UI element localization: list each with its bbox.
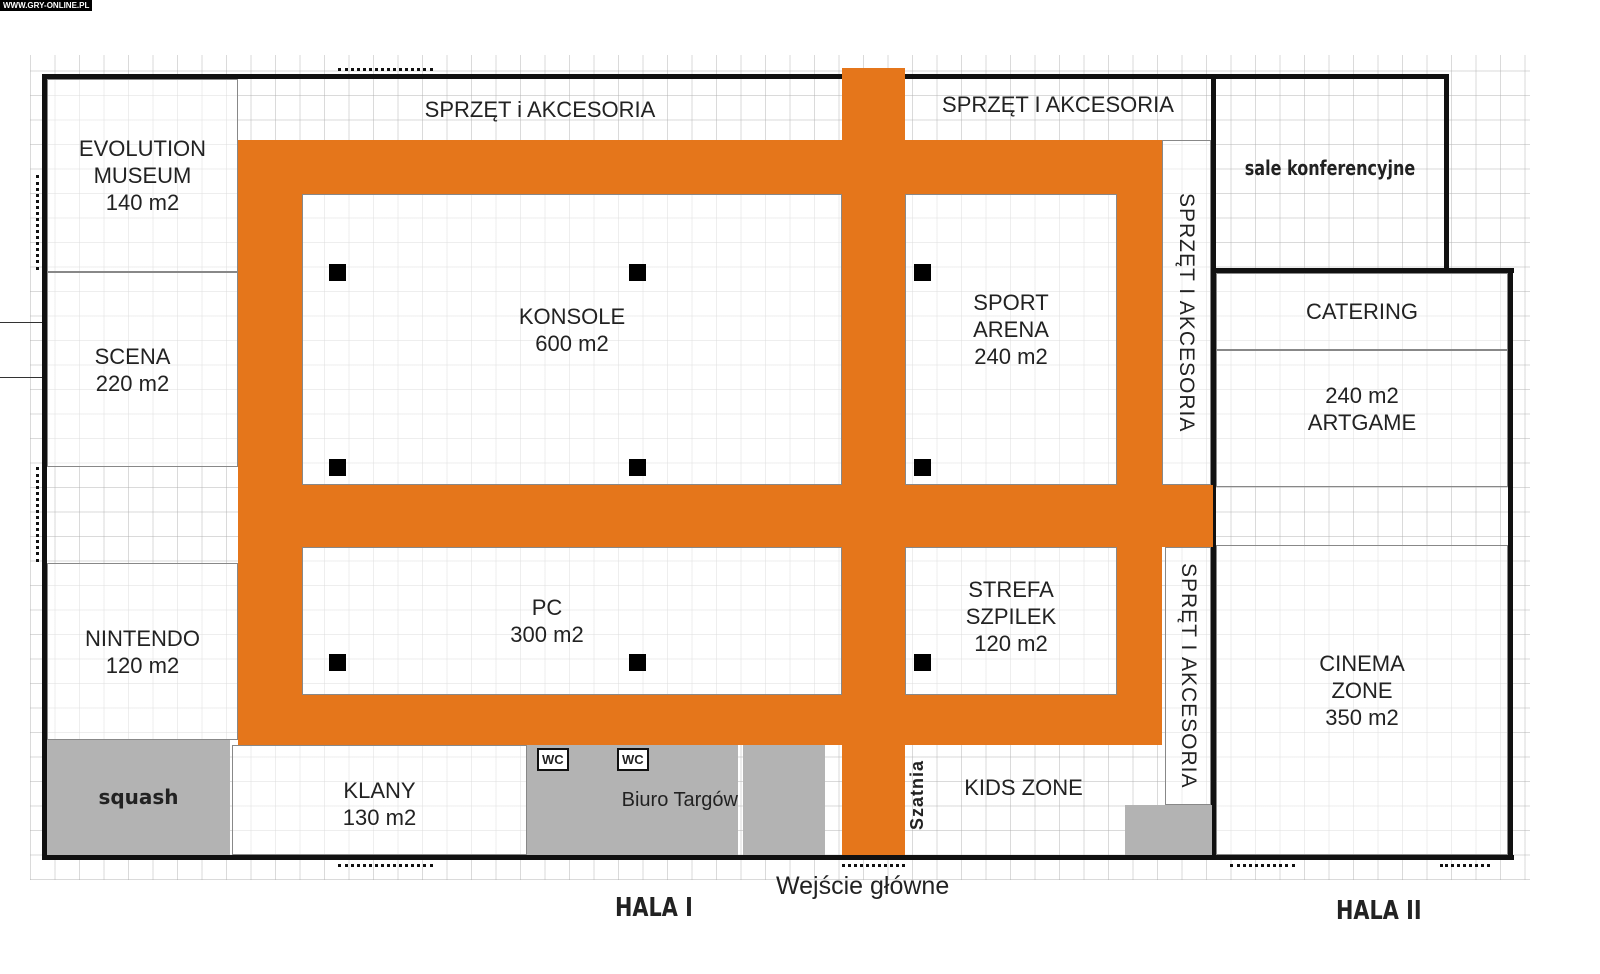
room-nintendo[interactable]: NINTENDO 120 m2 [47, 563, 238, 740]
room-pc[interactable]: PC 300 m2 [302, 547, 842, 695]
wall-hall2-right [1508, 268, 1513, 860]
room-catering[interactable]: CATERING [1216, 273, 1508, 350]
wall-bottom [42, 855, 1514, 860]
room-kids-zone[interactable]: KIDS ZONE [964, 775, 1083, 800]
stand-sprzet-akcesoria[interactable]: SPRZĘT I AKCESORIA [1162, 140, 1211, 485]
stand-sprzet-akcesoria[interactable]: SPRZĘT I AKCESORIA [942, 92, 1174, 117]
door [338, 864, 433, 867]
room-cinema-zone[interactable]: CINEMA ZONE 350 m2 [1216, 545, 1508, 855]
main-entrance-label: Wejście główne [776, 872, 950, 900]
pillar [329, 654, 346, 671]
pillar [914, 264, 931, 281]
pillar [629, 459, 646, 476]
hall-2-label: HALA II [1336, 896, 1422, 926]
wall-conference-right [1444, 74, 1449, 272]
aisle-bottom [238, 695, 1160, 745]
aisle-left [238, 140, 302, 745]
stand-sprzet-akcesoria[interactable]: SPRZĘT i AKCESORIA [424, 97, 656, 122]
door [1230, 864, 1295, 867]
room-evolution-museum[interactable]: EVOLUTION MUSEUM 140 m2 [47, 79, 238, 272]
room-squash[interactable]: squash [47, 740, 230, 855]
room-sale-konferencyjne[interactable]: sale konferencyjne [1244, 156, 1416, 180]
room-klany[interactable]: KLANY 130 m2 [232, 745, 527, 855]
pillar [629, 264, 646, 281]
main-entrance-door [842, 864, 905, 867]
room-sport-arena[interactable]: SPORT ARENA 240 m2 [905, 194, 1117, 485]
door [36, 175, 39, 270]
service-room [1125, 805, 1212, 855]
wc-sign: WC [537, 748, 569, 771]
pillar [329, 264, 346, 281]
wall-hall-divider [1211, 74, 1216, 860]
wall-hall2-mid [1211, 268, 1514, 273]
door [338, 68, 433, 71]
room-artgame[interactable]: 240 m2 ARTGAME [1216, 350, 1508, 487]
side-entrance [0, 322, 42, 378]
watermark: WWW.GRY-ONLINE.PL [0, 0, 93, 11]
pillar [329, 459, 346, 476]
door [1440, 864, 1490, 867]
hall-1-label: HALA I [615, 893, 693, 923]
wall-left [42, 74, 47, 860]
pillar [914, 654, 931, 671]
wc-sign: WC [617, 748, 649, 771]
pillar [629, 654, 646, 671]
aisle-central [842, 68, 905, 855]
aisle-right [1117, 140, 1162, 745]
aisle-top [238, 140, 1160, 194]
room-konsole[interactable]: KONSOLE 600 m2 [302, 194, 842, 485]
aisle-middle [238, 485, 1213, 547]
room-strefa-szpilek[interactable]: STREFA SZPILEK 120 m2 [905, 547, 1117, 695]
service-room [743, 745, 825, 855]
stand-sprzet-akcesoria[interactable]: SPRĘT I AKCESORIA [1165, 547, 1211, 805]
room-szatnia[interactable]: Szatnia [907, 760, 927, 831]
pillar [914, 459, 931, 476]
wall-top-hall1 [42, 74, 1448, 79]
door [36, 467, 39, 562]
room-scena[interactable]: SCENA 220 m2 [47, 272, 238, 467]
